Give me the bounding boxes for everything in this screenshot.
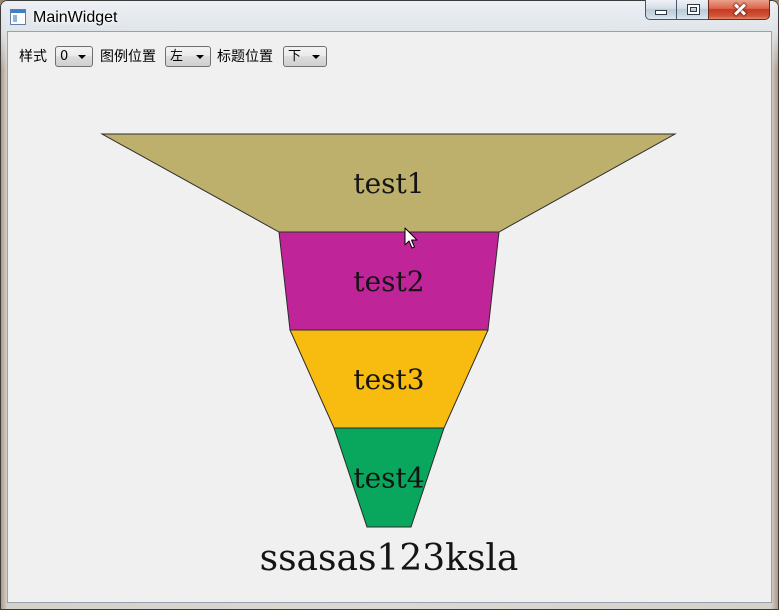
window-title: MainWidget (33, 9, 118, 26)
funnel-segment-label: test2 (353, 265, 424, 298)
app-window-icon[interactable] (10, 9, 26, 25)
title-position-combobox-value: 下 (288, 49, 302, 64)
funnel-segment-label: test4 (353, 462, 424, 495)
funnel-segments (100, 133, 677, 528)
style-combobox[interactable]: 0 (55, 46, 93, 67)
funnel-segment-label: test1 (353, 167, 424, 200)
funnel-labels: test1 test2 test3 test4 (353, 167, 424, 495)
legend-position-label: 图例位置 (100, 49, 156, 65)
legend-position-combobox[interactable]: 左 (165, 46, 211, 67)
funnel-segment-test4 (333, 427, 445, 528)
legend-position-combobox-value: 左 (170, 49, 184, 64)
close-button[interactable] (708, 0, 770, 20)
app-icon-pane (13, 15, 17, 22)
app-icon-titlebar (11, 10, 25, 13)
funnel-segment-label: test3 (353, 363, 424, 396)
title-position-combobox[interactable]: 下 (283, 46, 327, 67)
style-label: 样式 (19, 49, 47, 65)
arrow-cursor-icon (404, 227, 418, 249)
chevron-down-icon (312, 55, 320, 59)
minimize-icon (656, 11, 666, 14)
title-position-label: 标题位置 (217, 49, 273, 65)
chevron-down-icon (196, 55, 204, 59)
style-combobox-value: 0 (60, 49, 69, 64)
chart-title: ssasas123ksla (260, 538, 519, 579)
maximize-icon (688, 5, 699, 14)
title-bar[interactable]: MainWidget (0, 0, 779, 32)
caption-buttons (645, 0, 770, 20)
chevron-down-icon (78, 55, 86, 59)
